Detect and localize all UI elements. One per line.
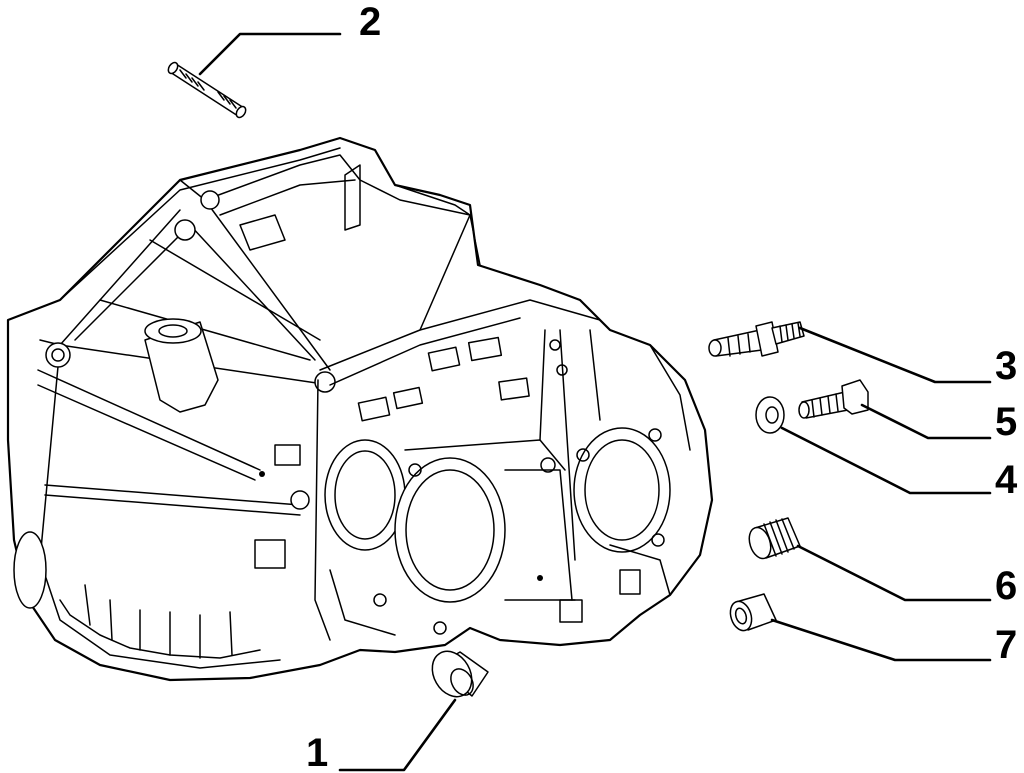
gearbox-housing — [6, 136, 714, 682]
washer-part — [755, 396, 785, 434]
leader-lines — [198, 32, 992, 772]
bushing-part — [431, 650, 489, 698]
callout-6: 6 — [995, 564, 1018, 608]
callout-7: 7 — [995, 623, 1018, 667]
leader-line-4 — [780, 426, 992, 495]
callout-3: 3 — [995, 344, 1018, 388]
stud-bolt-part — [708, 321, 805, 357]
leader-line-2 — [198, 32, 342, 76]
leader-line-3 — [798, 326, 992, 384]
leader-line-6 — [796, 544, 992, 602]
leader-line-1 — [338, 698, 457, 772]
callout-2: 2 — [359, 0, 382, 44]
threaded-plug-part — [748, 517, 801, 560]
bolt-part — [798, 379, 869, 419]
callout-5: 5 — [995, 400, 1018, 444]
stud-part — [167, 61, 247, 119]
leader-line-7 — [770, 618, 992, 662]
callout-1: 1 — [306, 731, 329, 773]
callout-4: 4 — [995, 458, 1018, 502]
sleeve-part — [729, 593, 777, 632]
leader-line-5 — [860, 403, 992, 440]
